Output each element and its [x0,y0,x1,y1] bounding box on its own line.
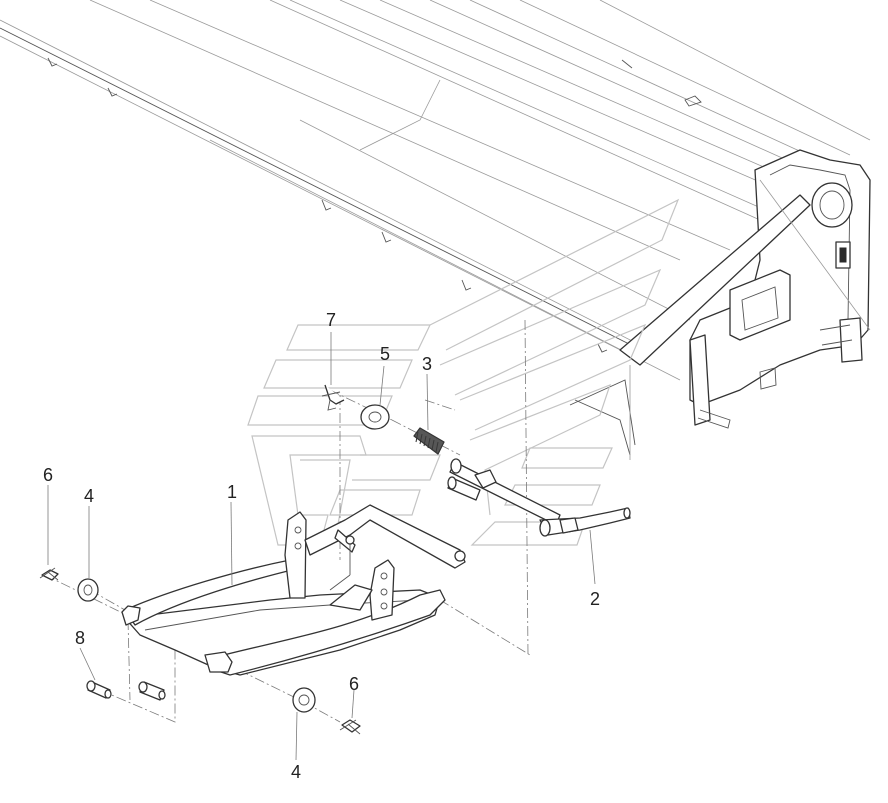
callout-labels: 7 5 3 6 4 1 2 8 6 4 [43,310,600,782]
callout-1: 1 [227,482,237,502]
callout-4-left: 4 [84,486,94,506]
part-4-washers [77,578,316,713]
callout-7: 7 [326,310,336,330]
callout-3: 3 [422,354,432,374]
callout-2: 2 [590,589,600,609]
callout-4-lower: 4 [291,762,301,782]
header-frame [0,0,871,460]
callout-6-left: 6 [43,465,53,485]
part-6-clip-pins [39,567,361,735]
part-3-spring [413,427,445,455]
leader-lines [47,332,596,761]
callout-6-lower: 6 [349,674,359,694]
watermark-outline [247,198,680,546]
part-8-pins [86,680,166,701]
callout-8: 8 [75,628,85,648]
callout-5: 5 [380,344,390,364]
part-7-clip-pin [321,384,345,411]
part-1-skid-frame [121,504,466,676]
part-2-rod [447,458,631,537]
part-5-washer [360,404,390,430]
